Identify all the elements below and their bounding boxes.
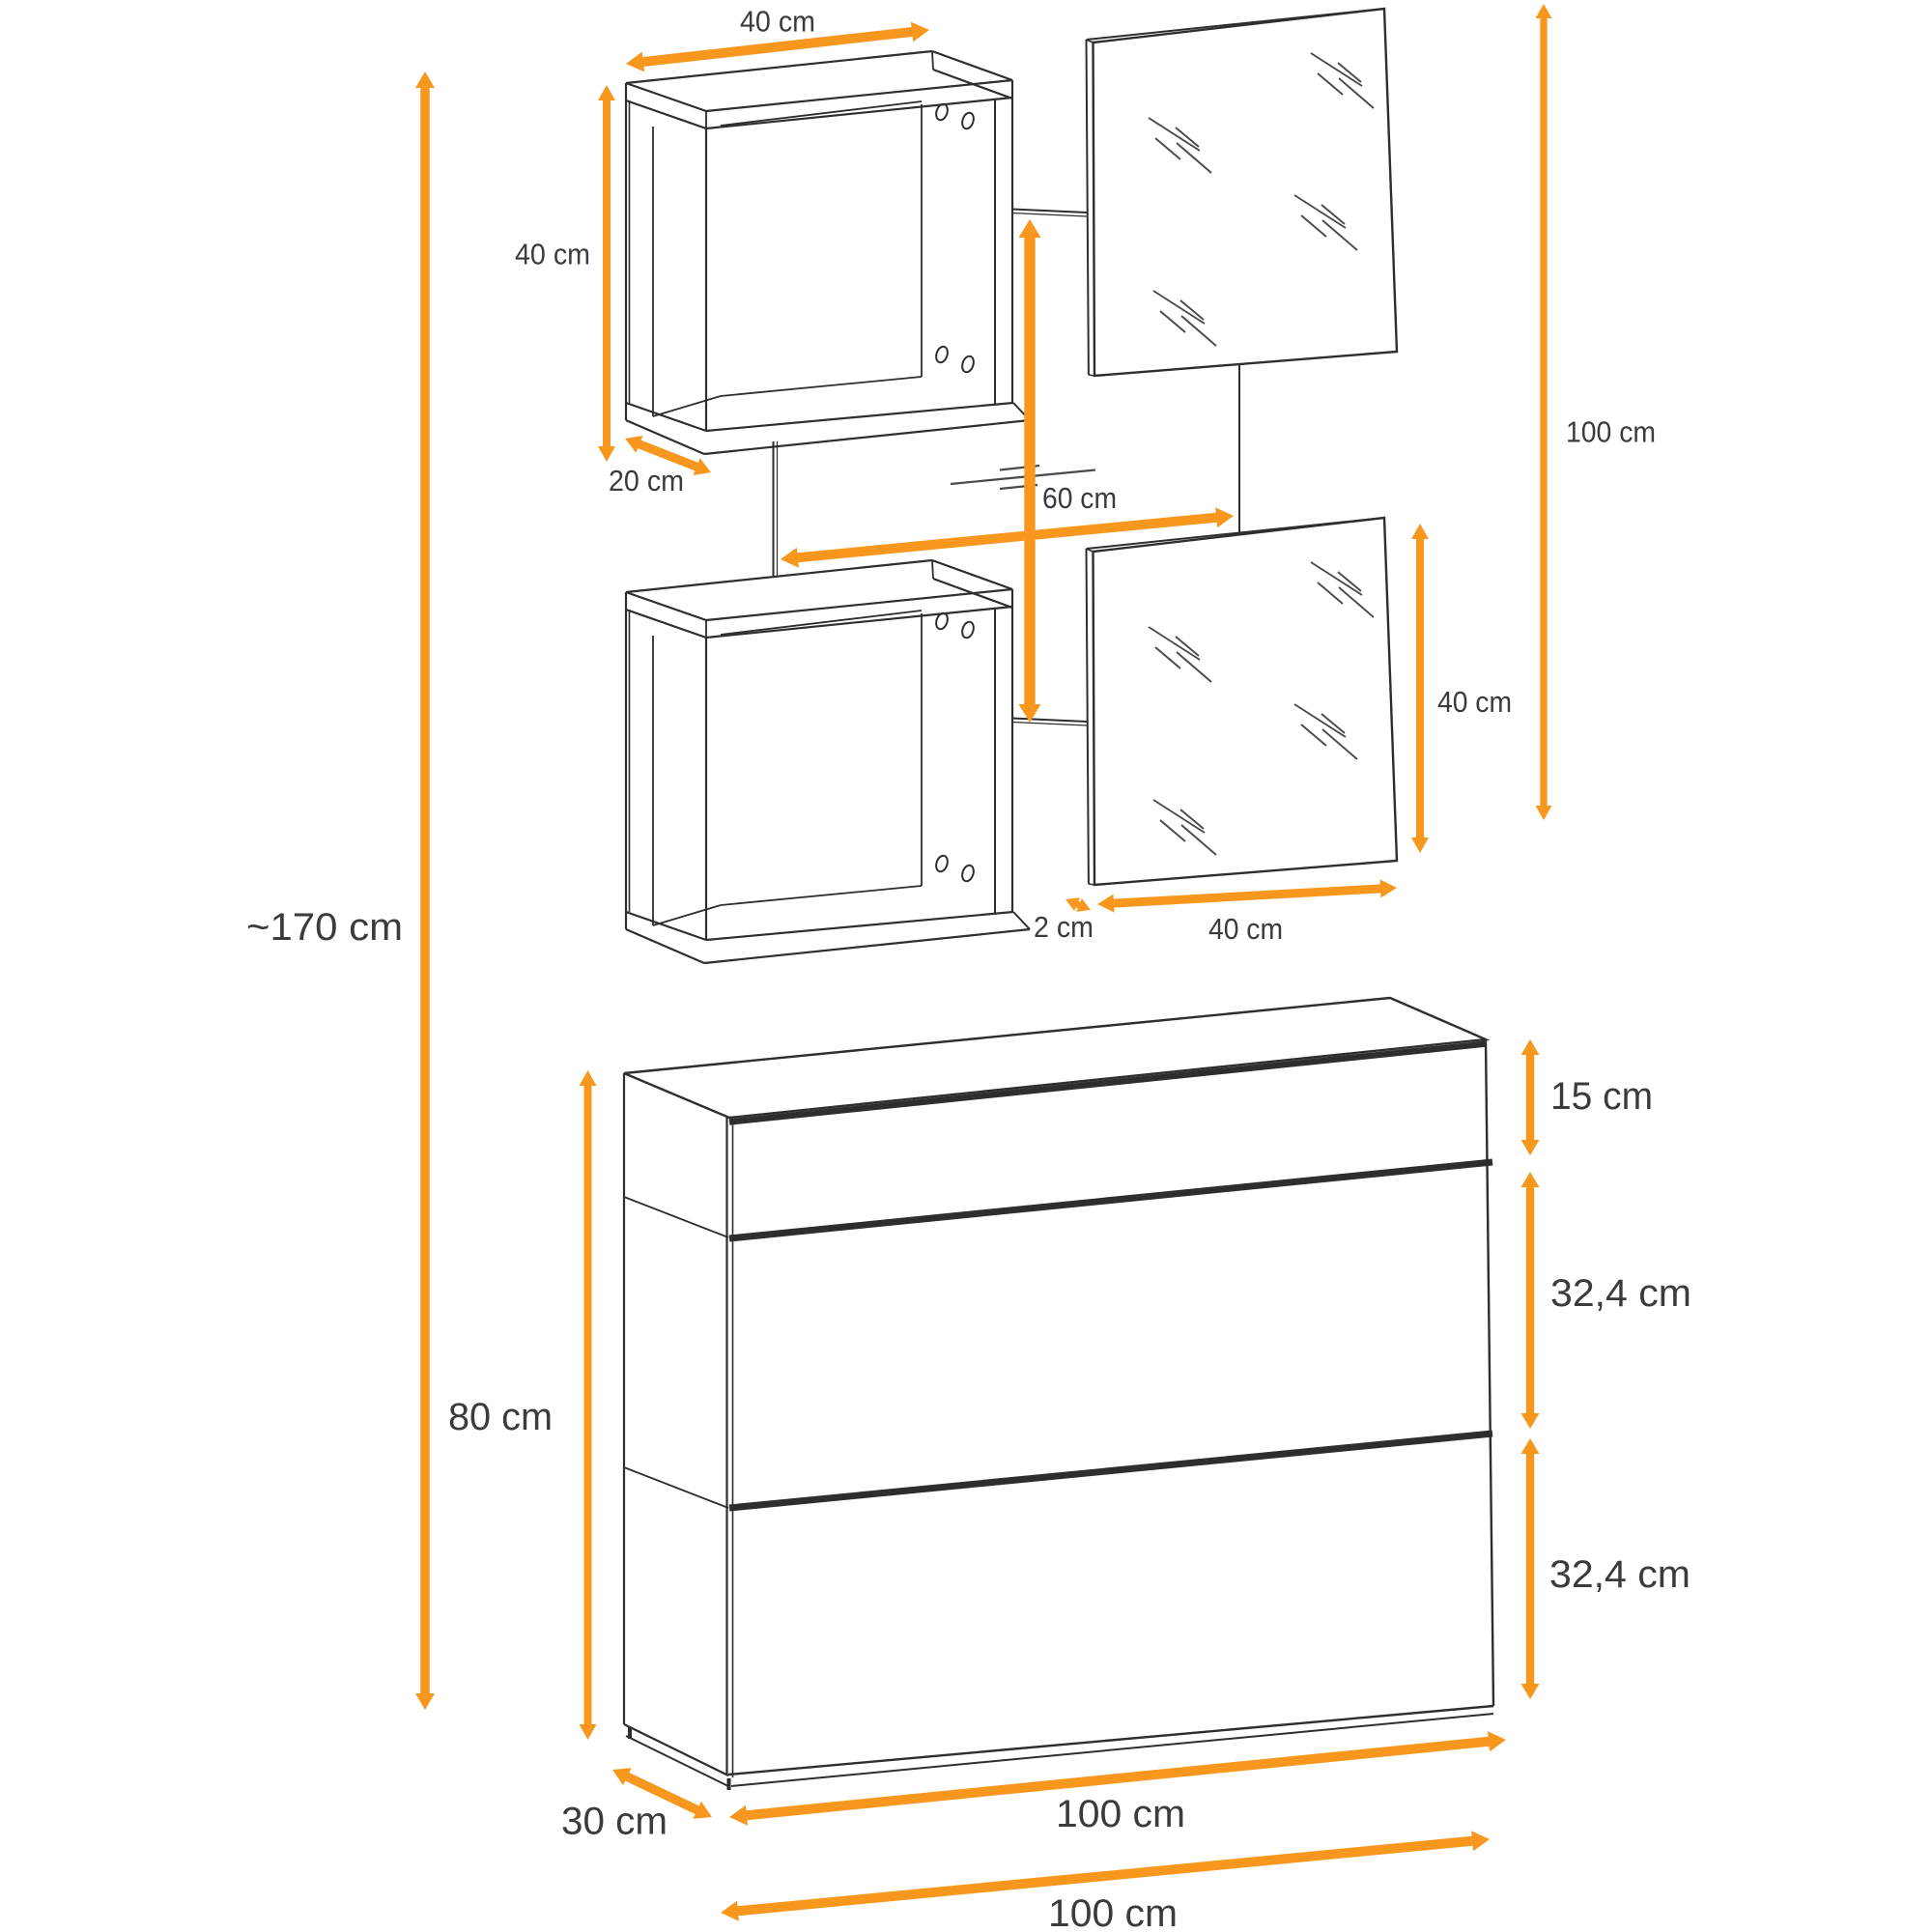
svg-text:15 cm: 15 cm — [1550, 1075, 1653, 1118]
svg-text:30 cm: 30 cm — [561, 1801, 668, 1843]
svg-text:80 cm: 80 cm — [448, 1396, 553, 1438]
svg-text:40 cm: 40 cm — [740, 6, 815, 39]
svg-text:32,4 cm: 32,4 cm — [1550, 1272, 1691, 1315]
svg-text:100 cm: 100 cm — [1048, 1892, 1178, 1932]
svg-text:40 cm: 40 cm — [1208, 913, 1283, 946]
svg-text:40 cm: 40 cm — [515, 239, 590, 271]
svg-text:100 cm: 100 cm — [1056, 1793, 1185, 1835]
svg-text:20 cm: 20 cm — [609, 465, 684, 497]
svg-text:~170 cm: ~170 cm — [246, 906, 403, 949]
svg-text:60 cm: 60 cm — [1042, 482, 1117, 515]
svg-text:40 cm: 40 cm — [1437, 686, 1512, 719]
svg-text:2 cm: 2 cm — [1034, 911, 1094, 944]
svg-text:100 cm: 100 cm — [1566, 416, 1656, 449]
svg-text:32,4 cm: 32,4 cm — [1549, 1553, 1690, 1596]
